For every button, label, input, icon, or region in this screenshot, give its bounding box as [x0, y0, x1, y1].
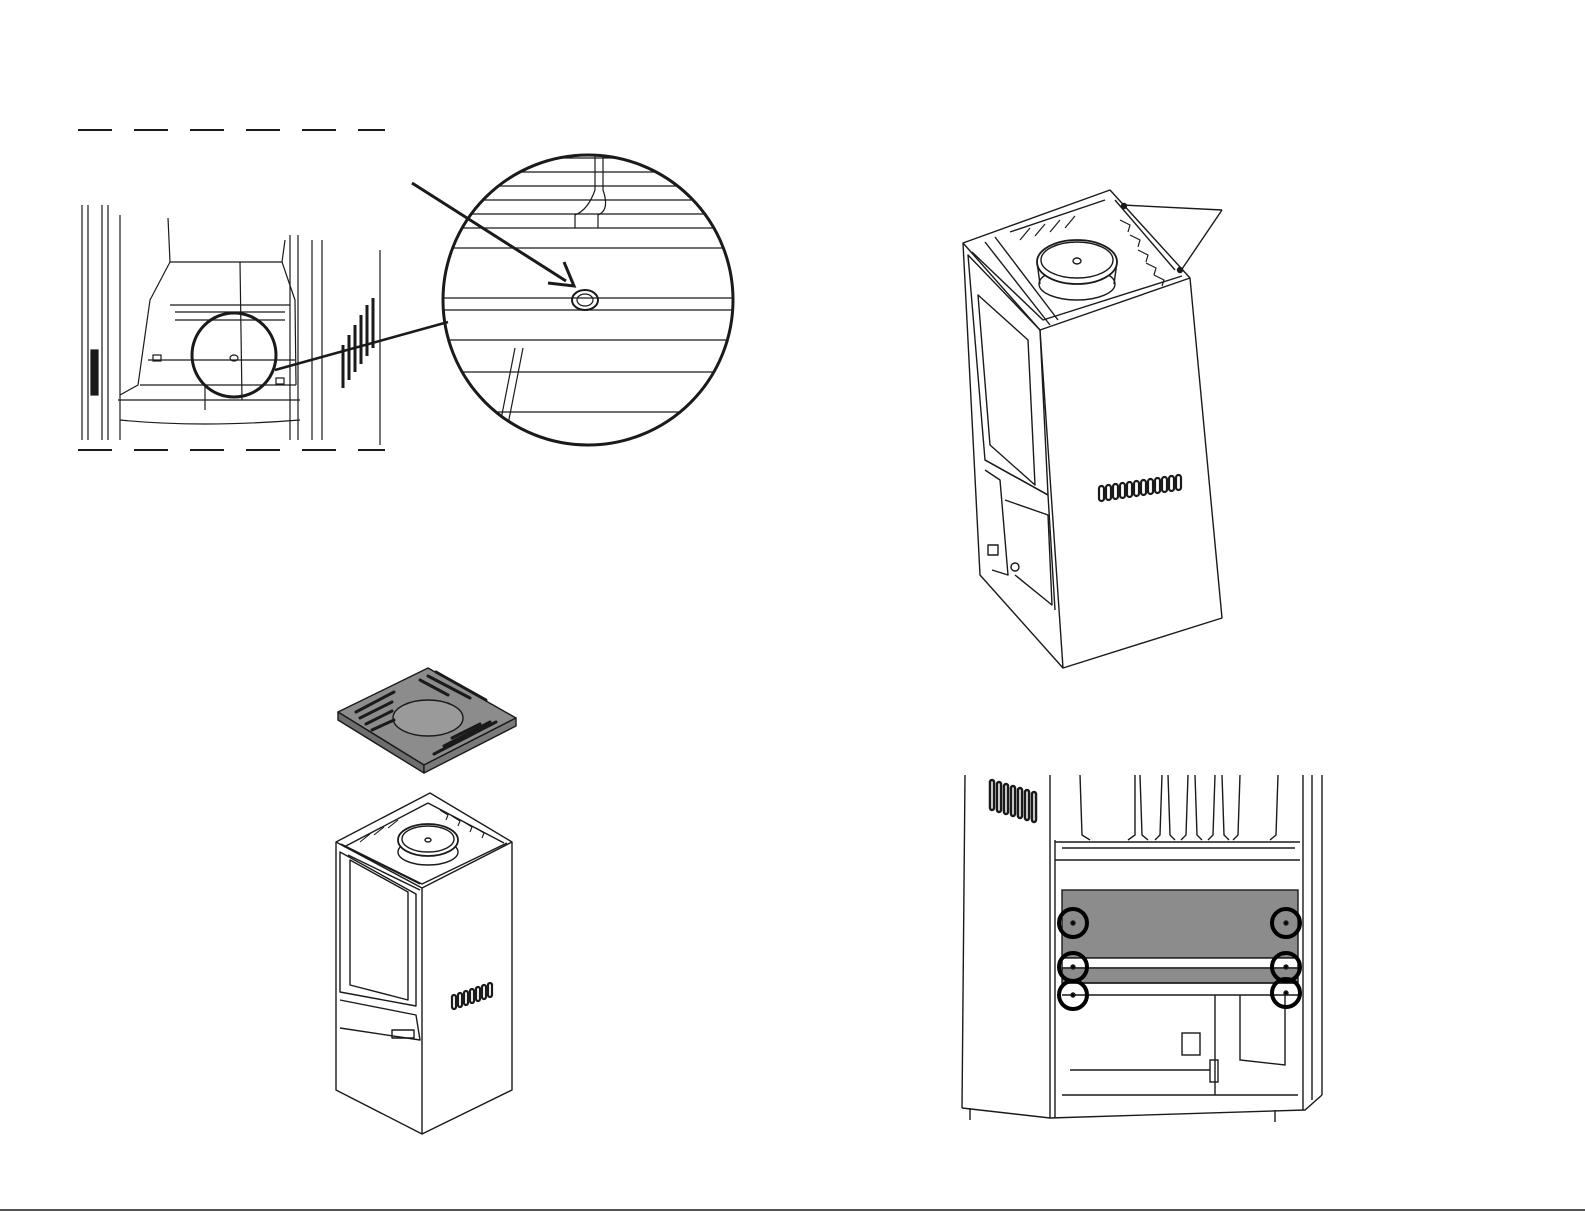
magnifier-circle	[443, 155, 733, 445]
fig-firebox-detail	[78, 130, 740, 450]
door-hinge	[91, 350, 98, 395]
heat-fins	[1080, 775, 1278, 840]
leader-line-b	[1180, 210, 1222, 272]
firebox-drawing	[82, 205, 380, 445]
pointer-arrow-shaft	[412, 183, 566, 281]
fig-stove-rear-panel-screws	[962, 775, 1322, 1122]
leader-line-a	[1122, 205, 1222, 210]
rear-vent	[990, 780, 1036, 822]
pointer-arrow-head	[548, 262, 574, 286]
top-plate	[338, 668, 516, 773]
crop-edge-top	[78, 130, 385, 450]
rear-panel-upper	[1062, 890, 1298, 958]
fig-stove-tilted-top	[963, 190, 1222, 668]
stove-body	[336, 793, 512, 1134]
fig-stove-exploded-top-plate	[336, 668, 516, 1134]
rear-panel-lower	[1062, 968, 1298, 983]
magnifier-contents	[440, 145, 740, 450]
